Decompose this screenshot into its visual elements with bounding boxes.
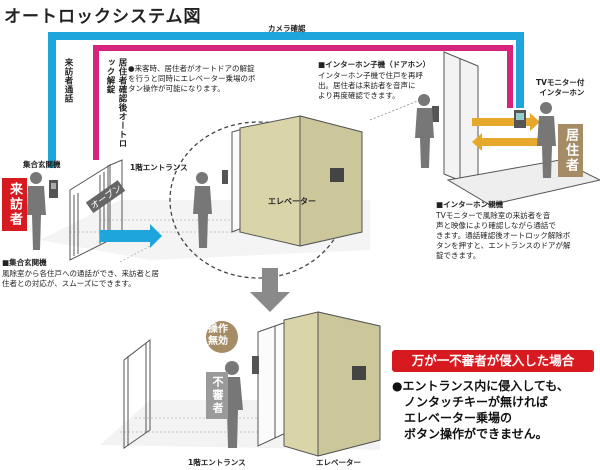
- entry-arrow: [100, 224, 162, 248]
- elevator-label-top: エレベーター: [268, 197, 316, 206]
- visit-note: ●来客時、居住者がオートドアの解錠 を行うと同時にエレベーター乗場のボ タン操作…: [128, 64, 256, 93]
- visitor-figure: [27, 172, 46, 250]
- operation-disabled-badge: [206, 321, 238, 353]
- genkan-text: 風除室から各住戸への通話ができ、来訪者と居 住者との対応が、スムーズにできます。: [2, 269, 159, 288]
- down-arrow: [250, 268, 290, 312]
- genkanki-label: 集合玄関機: [23, 160, 61, 169]
- call-arrow-right: [472, 113, 540, 131]
- camera-check-label: カメラ確認: [268, 24, 306, 33]
- unlock-line: [93, 45, 513, 160]
- entrance-label-bottom: 1階エントランス: [188, 458, 246, 467]
- visitor-call-label: 来訪者通話: [63, 58, 73, 103]
- call-arrow-left: [472, 133, 540, 151]
- resident-figure-home: [537, 102, 556, 178]
- tv-monitor-label: TVモニター付 インターホン: [536, 78, 585, 97]
- resident-figure-entrance: [193, 172, 212, 248]
- page-title: オートロックシステム図: [4, 7, 202, 27]
- visitor-tag: 来訪者: [2, 178, 27, 231]
- entrance-label-top: 1階エントランス: [130, 163, 188, 172]
- resident-unlock-label: 居住者確認後オートロック解錠: [105, 58, 127, 148]
- operation-disabled-text: 操作 無効: [208, 324, 228, 347]
- genkan-title: ■集合玄関機: [2, 258, 47, 267]
- elevator-label-bottom: エレベーター: [316, 458, 361, 467]
- intruder-tag: 不審者: [206, 372, 228, 419]
- parent-title: ■インターホン親機: [436, 200, 504, 209]
- child-text: インターホン子機で住戸を再呼 出。居住者は来訪者を音声に より再度確認できます。: [318, 71, 423, 100]
- camera-check-line: [48, 32, 524, 168]
- child-title: ■インターホン子機（ドアホン）: [318, 60, 431, 69]
- alert-text: ●エントランス内に侵入しても、 ノンタッチキーが無ければ エレベーター乗場の ボ…: [392, 379, 569, 441]
- alert-bar: 万が一不審者が侵入した場合: [392, 350, 594, 372]
- parent-text: TVモニターで風除室の来訪者を音 声と映像により確認しながら通話で きます。通話…: [436, 211, 571, 260]
- resident-tag: 居住者: [558, 124, 583, 177]
